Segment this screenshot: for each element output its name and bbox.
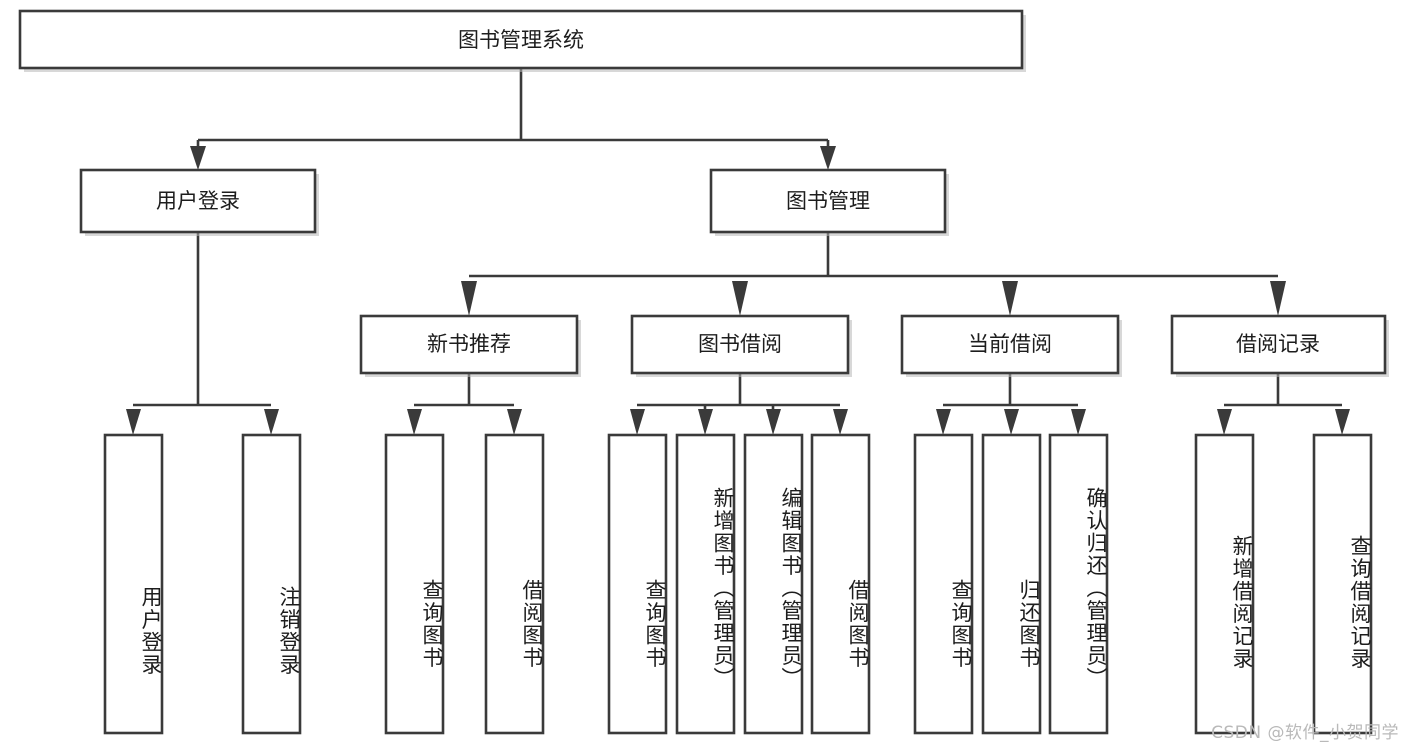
leaf-query-record-box[interactable] <box>1312 433 1373 735</box>
node-borrow-record-box[interactable] <box>1170 314 1387 375</box>
node-borrow-record[interactable]: 借阅记录 <box>1170 314 1389 377</box>
arrowhead-current-borrow <box>1002 281 1018 316</box>
leaf-query-book-1-box[interactable] <box>384 433 445 735</box>
leaf-add-book-box[interactable] <box>675 433 736 735</box>
node-root-box[interactable] <box>18 9 1024 70</box>
node-new-book-recommend-label: 新书推荐 <box>427 332 511 356</box>
node-book-management[interactable]: 图书管理 <box>709 168 949 236</box>
arrowhead-book-management <box>820 146 836 170</box>
leaf-confirm-return-box[interactable] <box>1048 433 1109 735</box>
arrowhead-leaf-add-book <box>698 409 713 435</box>
node-user-login-box[interactable] <box>79 168 317 234</box>
node-book-management-label: 图书管理 <box>786 189 870 213</box>
arrowhead-leaf-user-logout <box>264 409 279 435</box>
arrowhead-leaf-borrow-book-1 <box>507 409 522 435</box>
node-root[interactable]: 图书管理系统 <box>18 9 1026 72</box>
arrowhead-leaf-borrow-book-2 <box>833 409 848 435</box>
leaf-user-login-box[interactable] <box>103 433 164 735</box>
node-book-borrow-label: 图书借阅 <box>698 332 782 356</box>
csdn-watermark: CSDN @软件_小贺同学 <box>1211 723 1399 743</box>
leaf-edit-book-box[interactable] <box>743 433 804 735</box>
leaf-borrow-book-1-box[interactable] <box>484 433 545 735</box>
arrowhead-leaf-query-book-1 <box>407 409 422 435</box>
node-current-borrow-label: 当前借阅 <box>968 332 1052 356</box>
leaf-node-layer <box>103 433 1373 735</box>
node-book-management-box[interactable] <box>709 168 947 234</box>
node-new-book-recommend[interactable]: 新书推荐 <box>359 314 581 377</box>
node-root-label: 图书管理系统 <box>458 28 584 52</box>
arrowhead-book-borrow <box>732 281 748 316</box>
leaf-borrow-book-2-box[interactable] <box>810 433 871 735</box>
leaf-add-record-box[interactable] <box>1194 433 1255 735</box>
node-current-borrow[interactable]: 当前借阅 <box>900 314 1122 377</box>
arrowhead-leaf-query-record <box>1335 409 1350 435</box>
node-new-book-recommend-box[interactable] <box>359 314 579 375</box>
node-user-login[interactable]: 用户登录 <box>79 168 319 236</box>
leaf-query-book-2-box[interactable] <box>607 433 668 735</box>
connector-layer <box>126 68 1350 435</box>
node-user-login-label: 用户登录 <box>156 189 240 213</box>
leaf-query-book-3-box[interactable] <box>913 433 974 735</box>
leaf-return-book-box[interactable] <box>981 433 1042 735</box>
arrowhead-user-login <box>190 146 206 170</box>
arrowhead-leaf-query-book-2 <box>630 409 645 435</box>
arrowhead-leaf-edit-book <box>766 409 781 435</box>
leaf-user-logout-box[interactable] <box>241 433 302 735</box>
arrowhead-borrow-record <box>1270 281 1286 316</box>
arrowhead-leaf-return-book <box>1004 409 1019 435</box>
arrowhead-leaf-user-login <box>126 409 141 435</box>
node-book-borrow[interactable]: 图书借阅 <box>630 314 852 377</box>
node-current-borrow-box[interactable] <box>900 314 1120 375</box>
arrowhead-leaf-query-book-3 <box>936 409 951 435</box>
arrowhead-leaf-add-record <box>1217 409 1232 435</box>
node-borrow-record-label: 借阅记录 <box>1236 332 1320 356</box>
arrowhead-new-book-recommend <box>461 281 477 316</box>
arrowhead-leaf-confirm-return <box>1071 409 1086 435</box>
node-book-borrow-box[interactable] <box>630 314 850 375</box>
node-layer: 图书管理系统 用户登录 图书管理 新书推荐 <box>18 9 1389 735</box>
